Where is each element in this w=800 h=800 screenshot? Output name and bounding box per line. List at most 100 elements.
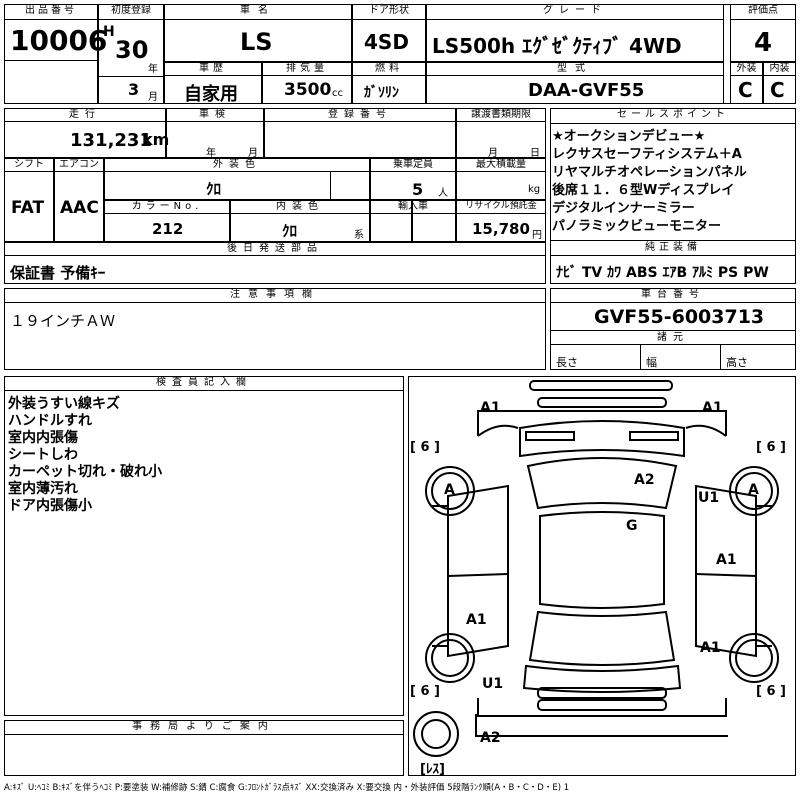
era-letter: H bbox=[103, 24, 115, 40]
divider bbox=[4, 60, 98, 61]
history-label: 車歴 bbox=[164, 62, 262, 76]
import-label: 輸入車 bbox=[370, 200, 456, 214]
lot-number: 10006 bbox=[10, 24, 108, 57]
chassis-value: GVF55-6003713 bbox=[594, 306, 765, 328]
office-label: 事務局よりご案内 bbox=[4, 720, 404, 735]
score-label: 評価点 bbox=[730, 4, 796, 20]
damage-mark: A bbox=[444, 482, 455, 498]
width-label: 幅 bbox=[646, 356, 657, 369]
mileage-label: 走行 bbox=[4, 108, 166, 122]
reg-year: 30 bbox=[115, 36, 149, 64]
inspector-label: 検査員記入欄 bbox=[4, 376, 404, 391]
grade-value: LS500h ｴｸﾞｾﾞｸﾃｨﾌﾞ 4WD bbox=[432, 34, 682, 58]
later-label: 後日発送部品 bbox=[4, 242, 546, 256]
colorno-label: カラーNo. bbox=[104, 200, 230, 214]
selling-point: ★オークションデビュー★ bbox=[552, 129, 706, 144]
disp-unit: cc bbox=[332, 88, 343, 99]
inspection-label: 車検 bbox=[166, 108, 264, 122]
int-cell bbox=[763, 62, 796, 104]
lot-cell bbox=[4, 4, 98, 104]
selling-points-panel bbox=[550, 108, 796, 284]
fuel-cell bbox=[352, 62, 426, 104]
intcolor-value: ｸﾛ bbox=[282, 222, 298, 240]
chassis-panel bbox=[550, 288, 796, 370]
ext-value: C bbox=[738, 78, 753, 102]
divider bbox=[720, 345, 721, 370]
capacity-cell bbox=[370, 158, 456, 200]
ac-label: エアコン bbox=[54, 158, 104, 172]
chassis-label: 車台番号 bbox=[550, 288, 796, 303]
disp-value: 3500 bbox=[284, 80, 332, 100]
reg-month: 3 bbox=[128, 80, 140, 99]
history-cell bbox=[164, 62, 262, 104]
height-label: 高さ bbox=[726, 356, 748, 369]
selling-point: 後席１１．６型Wディスプレイ bbox=[552, 183, 735, 198]
notice-label: 注意事項欄 bbox=[4, 288, 546, 303]
transfer-label: 譲渡書類期限 bbox=[456, 108, 546, 122]
legend: A:ｷｽﾞ U:ﾍｺﾐ B:ｷｽﾞを伴うﾍｺﾐ P:要塗装 W:補修跡 S:錆 … bbox=[4, 783, 570, 793]
capacity-label: 乗車定員 bbox=[370, 158, 456, 172]
load-label: 最大積載量 bbox=[456, 158, 546, 172]
import-cell bbox=[412, 200, 456, 242]
damage-mark: G bbox=[626, 518, 638, 534]
later-value: 保証書 予備ｷｰ bbox=[10, 264, 106, 282]
equipment-value: ﾅﾋﾞ TV ｶﾜ ABS ｴｱB ｱﾙﾐ PS PW bbox=[556, 265, 769, 281]
color-value: ｸﾛ bbox=[206, 180, 222, 198]
grade-label: グレード bbox=[426, 4, 724, 20]
model-cell bbox=[426, 62, 724, 104]
capacity-unit: 人 bbox=[438, 188, 448, 199]
tire-depth: [ 6 ] bbox=[410, 440, 440, 455]
notice-value: １９インチＡＷ bbox=[10, 312, 116, 330]
first-reg-label: 初度登録 bbox=[98, 4, 164, 20]
damage-mark: A2 bbox=[480, 730, 501, 746]
damage-mark: A1 bbox=[480, 400, 501, 416]
selling-points-list: ★オークションデビュー★ レクサスセーフティシステム＋A リヤマルチオペレーショ… bbox=[552, 128, 796, 236]
capacity-value: 5 bbox=[412, 180, 424, 199]
car-name: LS bbox=[240, 28, 273, 56]
tire-depth: [ 6 ] bbox=[756, 440, 786, 455]
regno-label: 登録番号 bbox=[264, 108, 456, 122]
inspection-cell bbox=[166, 108, 264, 158]
intcolor-unit: 系 bbox=[354, 230, 364, 241]
ac-cell bbox=[54, 158, 104, 242]
damage-mark: A1 bbox=[716, 552, 737, 568]
history-value: 自家用 bbox=[184, 84, 238, 105]
equipment-label: 純正装備 bbox=[550, 241, 796, 256]
selling-point: リヤマルチオペレーションパネル bbox=[552, 165, 747, 180]
recycle-unit: 円 bbox=[532, 230, 542, 241]
colorno-value: 212 bbox=[152, 220, 184, 238]
name-label: 車名 bbox=[164, 4, 352, 20]
inspector-notes: 外装うすい線キズ ハンドルすれ 室内内張傷 シートしわ カーペット切れ・破れ小 … bbox=[8, 396, 398, 515]
damage-mark: U1 bbox=[698, 490, 720, 506]
recycle-label: リサイクル預託金 bbox=[456, 200, 546, 214]
damage-mark: A bbox=[748, 482, 759, 498]
regno-cell bbox=[264, 108, 456, 158]
selling-point: デジタルインナーミラー bbox=[552, 201, 695, 216]
door-value: 4SD bbox=[364, 30, 409, 54]
load-cell bbox=[456, 158, 546, 200]
length-label: 長さ bbox=[556, 356, 578, 369]
mileage-unit: km bbox=[142, 130, 170, 149]
month-unit: 月 bbox=[148, 92, 158, 103]
color-label: 外装色 bbox=[104, 158, 370, 172]
ext-cell bbox=[730, 62, 763, 104]
selling-point: レクサスセーフティシステム＋A bbox=[552, 147, 742, 162]
ext-label: 外装 bbox=[730, 62, 763, 76]
inspector-note: ハンドルすれ bbox=[8, 413, 92, 429]
tr-month-unit: 月 bbox=[488, 148, 498, 159]
int-value: C bbox=[770, 78, 785, 102]
dims-label: 諸元 bbox=[550, 331, 796, 345]
score-cell bbox=[730, 4, 796, 62]
colorno-cell bbox=[104, 200, 230, 242]
divider bbox=[640, 345, 641, 370]
ac-value: AAC bbox=[60, 198, 99, 218]
inspector-note: カーペット切れ・破れ小 bbox=[8, 464, 162, 480]
inspector-note: 室内内張傷 bbox=[8, 430, 78, 446]
office-panel bbox=[4, 720, 404, 776]
later-cell bbox=[4, 242, 546, 284]
inspector-note: シートしわ bbox=[8, 447, 78, 463]
disp-label: 排気量 bbox=[262, 62, 352, 76]
first-reg-cell bbox=[98, 4, 164, 104]
score-value: 4 bbox=[754, 28, 773, 58]
mileage-cell bbox=[4, 108, 166, 158]
